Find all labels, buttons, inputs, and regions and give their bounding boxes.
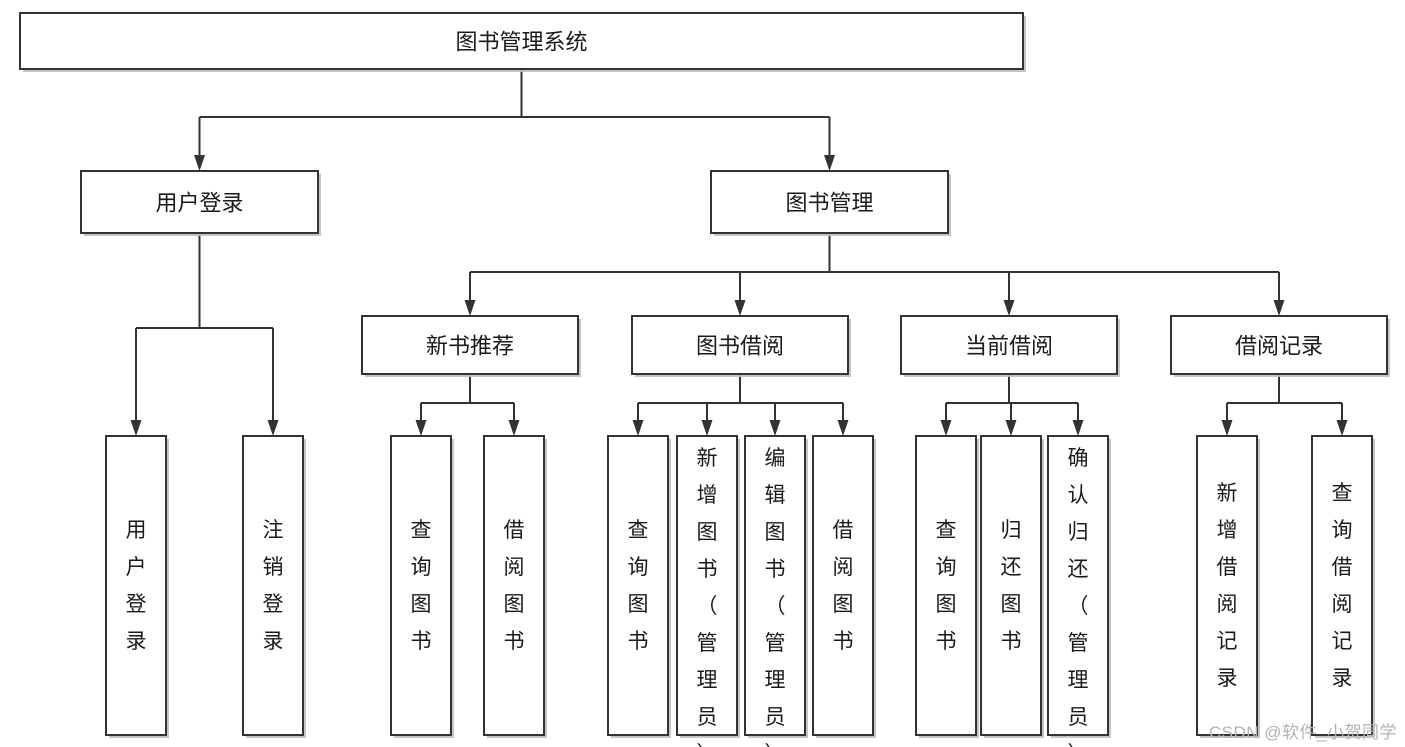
arrow-head-icon	[701, 420, 713, 436]
node-label: 查询图书	[411, 519, 432, 653]
node-leaf-edit-book[interactable]: 编辑图书（管理员）	[744, 435, 808, 747]
node-leaf-user-login[interactable]: 用户登录	[105, 435, 169, 738]
node-label: 查询图书	[936, 519, 957, 653]
node-label: 归还图书	[1001, 519, 1022, 653]
node-leaf-query-record[interactable]: 查询借阅记录	[1311, 435, 1375, 738]
node-leaf-query-book-3[interactable]: 查询图书	[915, 435, 979, 738]
node-current-borrow[interactable]: 当前借阅	[900, 315, 1120, 377]
node-box[interactable]	[676, 435, 738, 736]
node-label: 借阅记录	[1235, 334, 1323, 359]
node-user-login[interactable]: 用户登录	[80, 170, 321, 236]
node-box[interactable]	[361, 315, 579, 375]
edge-group-book-borrow	[632, 374, 849, 436]
node-leaf-borrow-book-2[interactable]: 借阅图书	[812, 435, 876, 738]
node-leaf-query-book-2[interactable]: 查询图书	[607, 435, 671, 738]
edge-group-user-login	[130, 233, 279, 436]
node-label: 新书推荐	[426, 334, 514, 359]
node-label: 确认归还（管理员）	[1068, 447, 1089, 747]
node-box[interactable]	[710, 170, 949, 234]
arrow-head-icon	[1072, 420, 1084, 436]
node-borrow-record[interactable]: 借阅记录	[1170, 315, 1390, 377]
edge-group-current-borrow	[940, 374, 1084, 436]
node-label: 新增图书（管理员）	[697, 447, 718, 747]
node-box[interactable]	[80, 170, 319, 234]
arrow-head-icon	[1273, 300, 1285, 316]
arrow-head-icon	[940, 420, 952, 436]
arrow-head-icon	[769, 420, 781, 436]
node-box[interactable]	[915, 435, 977, 736]
node-leaf-confirm-return[interactable]: 确认归还（管理员）	[1047, 435, 1111, 747]
arrow-head-icon	[1005, 420, 1017, 436]
node-leaf-return-book[interactable]: 归还图书	[980, 435, 1044, 738]
node-box[interactable]	[1311, 435, 1373, 736]
node-box[interactable]	[744, 435, 806, 736]
node-box[interactable]	[242, 435, 304, 736]
node-label: 借阅图书	[833, 519, 854, 653]
arrow-head-icon	[1003, 300, 1015, 316]
node-label: 查询借阅记录	[1332, 482, 1353, 690]
node-leaf-query-book-1[interactable]: 查询图书	[390, 435, 454, 738]
node-box[interactable]	[980, 435, 1042, 736]
node-label: 图书借阅	[696, 334, 784, 359]
node-label: 查询图书	[628, 519, 649, 653]
node-label: 注销登录	[263, 519, 284, 653]
arrow-head-icon	[508, 420, 520, 436]
arrow-head-icon	[464, 300, 476, 316]
node-box[interactable]	[1170, 315, 1388, 375]
arrow-head-icon	[734, 300, 746, 316]
watermark-text: CSDN @软件_小贺同学	[1208, 723, 1397, 742]
edge-group-borrow-record	[1221, 374, 1348, 436]
arrow-head-icon	[1336, 420, 1348, 436]
node-box[interactable]	[607, 435, 669, 736]
connector-layer	[130, 69, 1348, 436]
node-box[interactable]	[631, 315, 849, 375]
node-box[interactable]	[900, 315, 1118, 375]
node-box[interactable]	[19, 12, 1024, 70]
arrow-head-icon	[824, 155, 835, 171]
node-label: 当前借阅	[965, 334, 1053, 359]
node-label: 用户登录	[126, 519, 147, 653]
node-label: 编辑图书（管理员）	[765, 447, 786, 747]
node-box[interactable]	[1196, 435, 1258, 736]
arrow-head-icon	[415, 420, 427, 436]
arrow-head-icon	[267, 420, 279, 436]
node-label: 图书管理	[785, 191, 873, 216]
node-book-borrow[interactable]: 图书借阅	[631, 315, 851, 377]
edge-group-root	[194, 69, 835, 171]
arrow-head-icon	[194, 155, 205, 171]
node-root[interactable]: 图书管理系统	[19, 12, 1026, 72]
node-leaf-borrow-book-1[interactable]: 借阅图书	[483, 435, 547, 738]
node-box[interactable]	[483, 435, 545, 736]
arrow-head-icon	[837, 420, 849, 436]
node-label: 新增借阅记录	[1217, 482, 1238, 690]
arrow-head-icon	[1221, 420, 1233, 436]
node-new-book-recommend[interactable]: 新书推荐	[361, 315, 581, 377]
arrow-head-icon	[632, 420, 644, 436]
node-box[interactable]	[390, 435, 452, 736]
node-box[interactable]	[1047, 435, 1109, 736]
arrow-head-icon	[130, 420, 142, 436]
node-box[interactable]	[812, 435, 874, 736]
node-label: 用户登录	[155, 191, 243, 216]
node-layer: 图书管理系统用户登录图书管理新书推荐图书借阅当前借阅借阅记录用户登录注销登录查询…	[19, 12, 1390, 747]
node-leaf-add-book[interactable]: 新增图书（管理员）	[676, 435, 740, 747]
node-label: 借阅图书	[504, 519, 525, 653]
node-box[interactable]	[105, 435, 167, 736]
edge-group-book-manage	[464, 233, 1285, 316]
node-book-manage[interactable]: 图书管理	[710, 170, 951, 236]
edge-group-new-book-recommend	[415, 374, 520, 436]
node-leaf-logout[interactable]: 注销登录	[242, 435, 306, 738]
node-label: 图书管理系统	[455, 30, 587, 55]
node-leaf-add-record[interactable]: 新增借阅记录	[1196, 435, 1260, 738]
